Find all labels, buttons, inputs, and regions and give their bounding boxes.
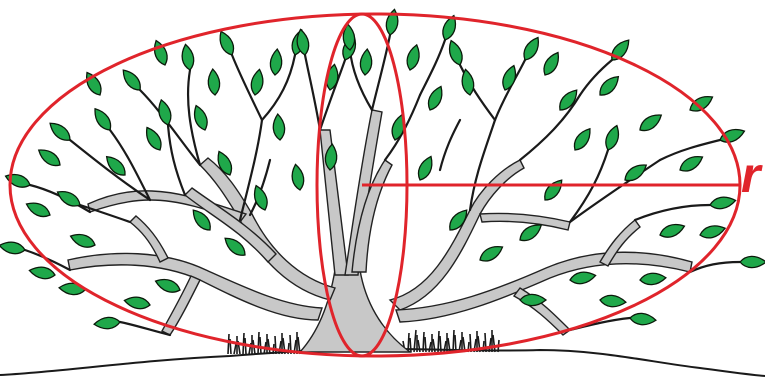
grass-blade [483, 341, 484, 352]
grass-blade [410, 338, 411, 352]
leaf [46, 119, 73, 144]
leaf [216, 29, 237, 57]
grass-blade [425, 337, 426, 352]
tree-branches [68, 110, 692, 352]
leaf [154, 276, 182, 295]
leaf [718, 126, 746, 145]
leaf [630, 312, 657, 325]
leaf [180, 43, 196, 71]
leaf [94, 316, 121, 329]
leaf [90, 105, 114, 133]
leaf [415, 154, 436, 182]
leaf [156, 98, 174, 126]
leaf [405, 43, 423, 71]
grass-blade [455, 335, 456, 352]
leaf [59, 282, 86, 295]
leaf [603, 124, 622, 152]
leaf [687, 92, 715, 115]
leaf [272, 114, 285, 141]
leaf [191, 104, 210, 132]
leaf [28, 265, 56, 281]
grass-blade [408, 333, 409, 352]
leaf [4, 171, 32, 190]
grass-blade [423, 332, 424, 352]
grass-blade [440, 336, 441, 352]
radius-label: r [741, 150, 760, 200]
leaf [269, 49, 282, 76]
leaf [359, 49, 372, 76]
leaf [622, 160, 650, 184]
grass-blade [275, 336, 276, 354]
leaf [0, 240, 26, 256]
leaf [677, 152, 705, 175]
grass-blade [258, 332, 259, 354]
leaf [123, 295, 151, 311]
leaf [142, 125, 165, 153]
leaf [249, 68, 265, 96]
leaf [207, 69, 220, 96]
leaf [477, 242, 505, 265]
leaf [520, 35, 543, 63]
leaf [460, 68, 476, 96]
leaf [290, 163, 306, 191]
grass-blade [260, 337, 261, 354]
leaf [541, 176, 566, 203]
grass-blade [228, 334, 229, 354]
leaf [596, 73, 622, 99]
leaf [658, 221, 686, 240]
leaf [82, 70, 105, 98]
leaf [24, 199, 52, 220]
leaf [569, 270, 597, 286]
grass-blade [438, 331, 439, 352]
leaf [69, 231, 97, 250]
leaf [640, 272, 667, 285]
leaf [35, 145, 63, 169]
grass-blade [234, 344, 236, 354]
grass-blade [268, 339, 270, 354]
ground-line [0, 349, 765, 376]
grass-blade [453, 330, 454, 352]
leaf [446, 39, 465, 67]
leaf [540, 50, 563, 78]
leaf [570, 125, 594, 153]
leaf [425, 84, 446, 112]
leaf [600, 294, 627, 307]
leaf [637, 110, 665, 134]
leaf [384, 8, 400, 36]
leaf [709, 195, 737, 211]
leaf [740, 256, 765, 267]
leaf [119, 66, 144, 93]
